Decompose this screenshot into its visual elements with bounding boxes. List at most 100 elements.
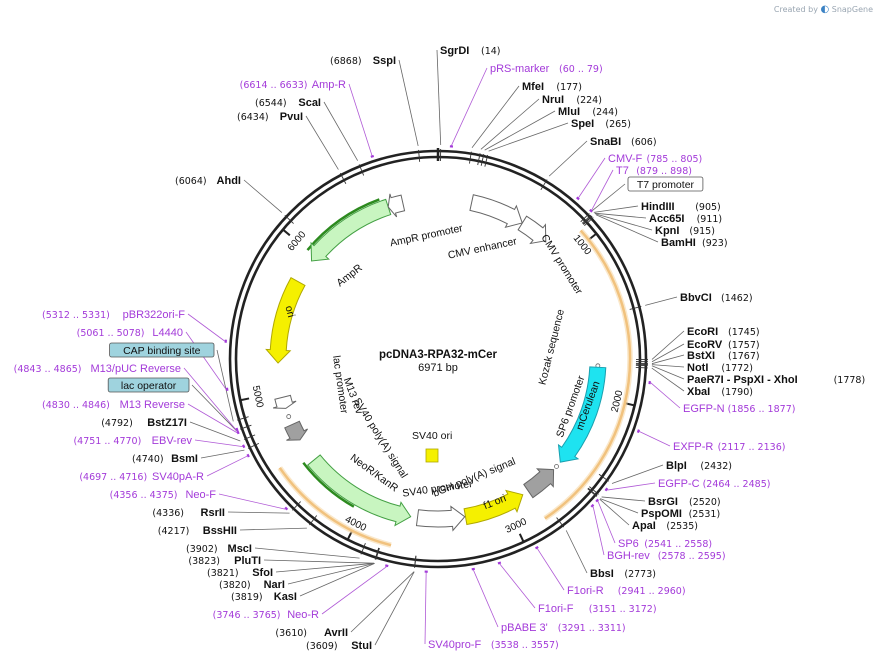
pos-ebv-rev: (4751 .. 4770)	[73, 436, 141, 447]
leader-cmv-f	[578, 157, 606, 198]
site-tick-bstz17i	[243, 434, 256, 440]
primer-mark-pbabe-3	[471, 567, 475, 571]
leader-egfp-c	[607, 482, 656, 491]
name-neo-f: Neo-F	[185, 489, 216, 501]
pos-exfp-r: (2117 .. 2136)	[718, 442, 786, 453]
name-exfp-r: EXFP-R	[673, 441, 713, 453]
site-tick-bsmi	[247, 442, 260, 449]
pos-ecori: (1745)	[728, 327, 760, 338]
primer-mark-neo-f	[284, 506, 289, 511]
orf-arc-ampr	[306, 198, 380, 251]
site-label-pvui: PvuI(6434)	[237, 111, 303, 123]
leader-neo-r	[321, 566, 387, 615]
site-label-bsmi: BsmI(4740)	[132, 453, 198, 465]
name-msci: MscI	[228, 543, 252, 555]
site-tick-hindiii	[581, 214, 592, 224]
feature-cmv-enhancer	[469, 194, 523, 229]
name-paer7i-pspxi-xhoi: PaeR7I - PspXI - XhoI	[687, 374, 798, 386]
name-pbabe-3: pBABE 3'	[501, 622, 548, 634]
name-bstz17i: BstZ17I	[147, 417, 187, 429]
ruler-tick-3000	[518, 533, 525, 543]
name-m13-puc-reverse: M13/pUC Reverse	[91, 363, 181, 375]
leader-bstxi	[651, 354, 685, 365]
pos-pvui: (6434)	[237, 112, 269, 123]
label-sv40-ori: SV40 ori	[412, 430, 452, 442]
primer-label-amp-r: Amp-R(6614 .. 6633)	[240, 79, 346, 91]
pos-blpi: (2432)	[700, 461, 732, 472]
site-marks	[183, 49, 685, 646]
site-label-bbvci: BbvCI(1462)	[680, 292, 753, 304]
leader-egfp-n	[650, 382, 681, 409]
leader-ecorv	[651, 343, 685, 363]
pos-bsshii: (4217)	[158, 526, 190, 537]
feature-sv40-poly-a-signal	[284, 420, 308, 441]
name-blpi: BlpI	[666, 460, 687, 472]
site-label-nrui: NruI(224)	[542, 94, 602, 106]
leader-sv40pa-r	[206, 455, 248, 477]
name-sp6: SP6	[618, 538, 639, 550]
leader-bbsi	[565, 530, 588, 574]
name-prs-marker: pRS-marker	[490, 63, 550, 75]
name-spei: SpeI	[571, 118, 594, 130]
feature-f1-ori	[463, 489, 524, 526]
name-stui: StuI	[351, 640, 372, 652]
leader-pspomi	[600, 498, 639, 514]
leader-spei	[488, 122, 569, 152]
box-cap-binding-site	[109, 342, 215, 358]
leader-sgrdi	[436, 49, 442, 146]
leader-pbabe-3	[473, 569, 499, 628]
name-bsshii: BssHII	[203, 525, 237, 537]
name-nrui: NruI	[542, 94, 564, 106]
site-tick-acc65i	[582, 215, 593, 225]
pos-paer7i-pspxi-xhoi: (1778)	[834, 375, 866, 386]
leader-ecori	[651, 330, 685, 360]
primer-mark-sv40pa-r	[246, 453, 250, 458]
site-label-sgrdi: SgrDI(14)	[440, 45, 501, 57]
site-tick-apai	[587, 488, 597, 497]
feature-box-cap-binding-site: CAP binding site	[109, 342, 215, 358]
primer-label-cmv-f: CMV-F(785 .. 805)	[608, 153, 702, 165]
orf-arc-neor-halo	[277, 466, 392, 548]
box-text-cap-binding-site: CAP binding site	[123, 345, 201, 357]
site-label-sspi: SspI(6868)	[330, 55, 396, 67]
leader-rsrii	[227, 511, 290, 514]
pos-stui: (3609)	[306, 641, 338, 652]
leader-bsshii	[239, 527, 307, 531]
primer-label-egfp-n: EGFP-N(1856 .. 1877)	[683, 403, 795, 415]
site-tick-bsrgi	[589, 486, 599, 495]
pos-f1ori-f: (3151 .. 3172)	[589, 604, 657, 615]
pos-neo-f: (4356 .. 4375)	[110, 490, 178, 501]
pos-bamhi: (923)	[702, 238, 728, 249]
name-sgrdi: SgrDI	[440, 45, 469, 57]
snapgene-brand-text: SnapGene	[831, 5, 873, 14]
leader-kpni	[595, 213, 653, 231]
leader-prs-marker	[451, 67, 488, 146]
site-tick-spei	[484, 154, 489, 167]
leader-sspi	[398, 59, 419, 147]
name-bbvci: BbvCI	[680, 292, 712, 304]
pos-sp6: (2541 .. 2558)	[644, 539, 712, 550]
ruler-tick-5000	[240, 397, 250, 402]
pos-kpni: (915)	[689, 226, 715, 237]
site-label-acc65i: Acc65I(911)	[649, 213, 722, 225]
site-label-bsshii: BssHII (4217)	[158, 525, 237, 537]
pos-m13-puc-reverse: (4843 .. 4865)	[14, 364, 82, 375]
name-ebv-rev: EBV-rev	[152, 435, 193, 447]
primer-label-m13-puc-reverse: M13/pUC Reverse (4843 .. 4865)	[14, 363, 181, 375]
leader-lac-operator	[191, 384, 237, 431]
site-tick-blpi	[598, 473, 610, 482]
pos-noti: (1772)	[721, 363, 753, 374]
primer-mark-f1ori-f	[497, 561, 502, 565]
site-label-xbai: XbaI(1790)	[687, 386, 753, 398]
site-tick-nrui	[477, 153, 481, 166]
site-tick-kpni	[583, 216, 593, 225]
plasmid-size: 6971 bp	[418, 362, 458, 374]
primer-mark-ebv-rev	[242, 444, 246, 449]
name-pluti: PluTI	[234, 555, 261, 567]
site-label-rsrii: RsrII(4336)	[152, 507, 225, 519]
label-bgh: bGH poly(A) signal	[431, 455, 517, 499]
name-mlui: MluI	[558, 106, 580, 118]
leader-f1ori-r	[536, 548, 565, 591]
orf-arcs	[277, 198, 633, 548]
